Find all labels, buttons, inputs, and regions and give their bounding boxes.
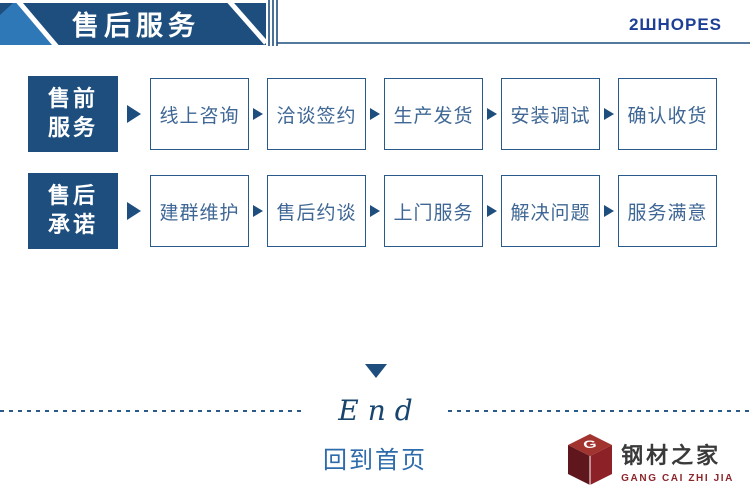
brand-subtitle: GANG CAI ZHI JIA [621, 473, 734, 484]
brand-name: 钢材之家 [621, 443, 722, 468]
arrow-right-icon [604, 108, 614, 120]
arrow-right-icon [253, 108, 263, 120]
end-label: End [338, 394, 422, 427]
brand-logo-top: 2ШHOPES [628, 15, 722, 34]
logo-letter: G [582, 438, 597, 451]
arrow-right-icon [127, 202, 141, 220]
flow-step: 线上咨询 [150, 78, 249, 150]
header-banner [0, 0, 750, 49]
page-title: 售后服务 [72, 11, 200, 41]
flow-header-line: 承诺 [47, 212, 98, 237]
flow-step: 上门服务 [384, 175, 483, 247]
arrow-right-icon [487, 108, 497, 120]
flow-header-line: 服务 [47, 115, 98, 140]
flow-header-presale: 售前 服务 [28, 76, 118, 152]
flow-step: 确认收货 [618, 78, 717, 150]
dashed-line-left [0, 409, 303, 412]
arrow-right-icon [253, 205, 263, 217]
arrow-right-icon [370, 205, 380, 217]
dashed-line-right [447, 409, 750, 412]
arrow-right-icon [604, 205, 614, 217]
flow-header-line: 售后 [47, 183, 98, 209]
flow-step: 建群维护 [150, 175, 249, 247]
flow-step: 洽谈签约 [267, 78, 366, 150]
arrow-right-icon [370, 108, 380, 120]
flow-step: 安装调试 [501, 78, 600, 150]
cube-logo-icon: G [568, 434, 613, 485]
flow-header-aftersale: 售后 承诺 [28, 173, 118, 249]
flow-step: 服务满意 [618, 175, 717, 247]
flow-step: 生产发货 [384, 78, 483, 150]
flow-step: 解决问题 [501, 175, 600, 247]
brand-logo-bottom: G 钢材之家 GANG CAI ZHI JIA [567, 433, 734, 489]
brand-footer-texts: 钢材之家 GANG CAI ZHI JIA [621, 438, 734, 484]
arrow-right-icon [487, 205, 497, 217]
end-divider: End [0, 394, 750, 427]
flow-row-presale: 售前 服务 线上咨询 洽谈签约 生产发货 安装调试 确认收货 [28, 76, 717, 152]
flow-step: 售后约谈 [267, 175, 366, 247]
arrow-right-icon [127, 105, 141, 123]
back-to-home-link[interactable]: 回到首页 [323, 447, 427, 474]
flow-row-aftersale: 售后 承诺 建群维护 售后约谈 上门服务 解决问题 服务满意 [28, 173, 717, 249]
triangle-down-icon [365, 364, 387, 378]
flow-header-line: 售前 [47, 86, 98, 112]
